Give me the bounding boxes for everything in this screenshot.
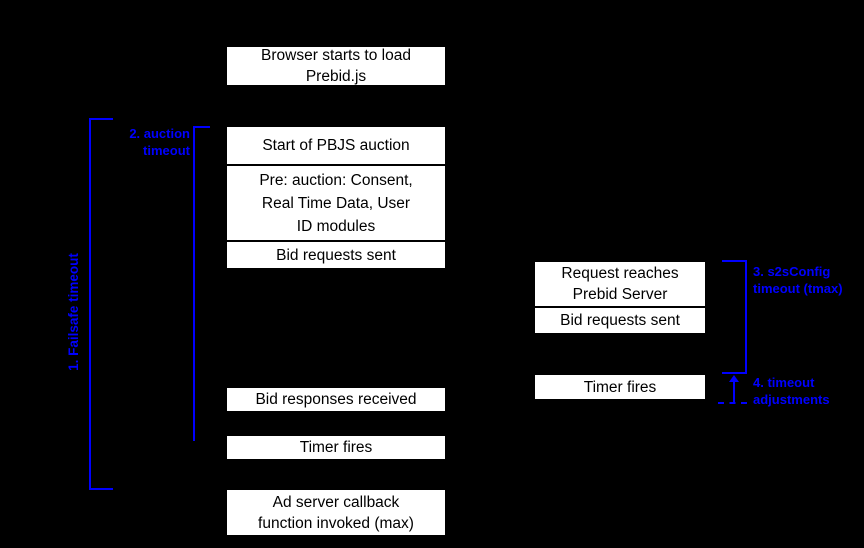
timeout-adjustment-arrow xyxy=(733,381,735,402)
box-pre-auction-modules: Pre: auction: Consent, Real Time Data, U… xyxy=(225,166,447,242)
s2s-timeout-bracket xyxy=(722,260,747,374)
failsafe-timeout-bracket xyxy=(89,118,113,490)
box-timer-fires-server: Timer fires xyxy=(533,373,707,401)
box-bid-requests-sent: Bid requests sent xyxy=(225,242,447,270)
box-bid-requests-sent-s2s: Bid requests sent xyxy=(533,308,707,335)
timeout-adjustments-label: 4. timeout adjustments xyxy=(753,375,830,407)
s2s-timeout-label: 3. s2sConfig timeout (tmax) xyxy=(753,264,843,296)
timeout-adjustment-arrowhead-icon xyxy=(729,375,739,382)
box-browser-load: Browser starts to load Prebid.js xyxy=(225,45,447,87)
timeout-adjustment-dashed-line xyxy=(718,402,747,404)
box-start-auction: Start of PBJS auction xyxy=(225,125,447,166)
auction-timeout-bracket xyxy=(193,126,210,441)
box-timer-fires-client: Timer fires xyxy=(225,434,447,461)
box-request-reaches-prebid-server: Request reaches Prebid Server xyxy=(533,260,707,308)
auction-timeout-label: 2. auction timeout xyxy=(129,126,190,158)
box-bid-responses-received: Bid responses received xyxy=(225,386,447,413)
box-ad-server-callback: Ad server callback function invoked (max… xyxy=(225,488,447,537)
failsafe-timeout-label: 1. Failsafe timeout xyxy=(66,253,81,371)
